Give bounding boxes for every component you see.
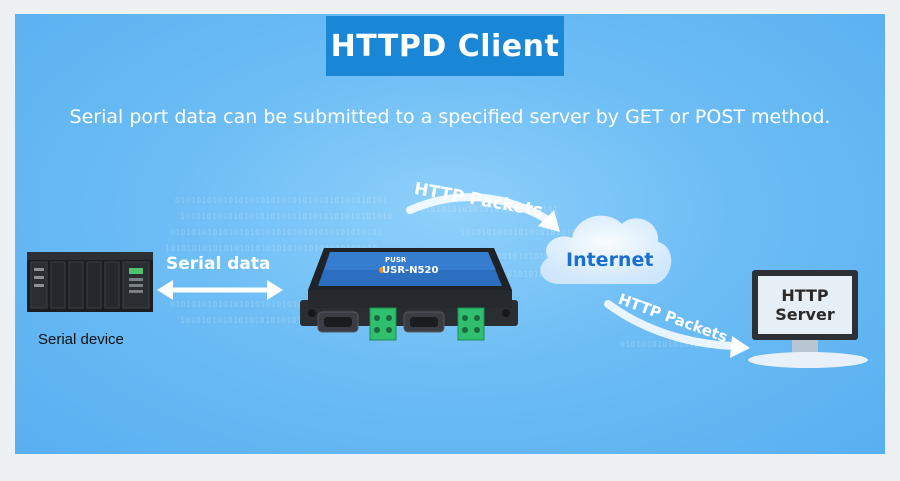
binary-stream-decoration: 0101010101010101010101010101010101010101 — [175, 196, 388, 205]
page-subtitle: Serial port data can be submitted to a s… — [69, 106, 831, 128]
binary-stream-decoration: 0101010101010101010101010101010101010101 — [170, 300, 383, 309]
internet-label: Internet — [566, 249, 654, 271]
serial-server-device-icon — [300, 248, 518, 341]
server-monitor-icon — [748, 270, 868, 368]
binary-stream-decoration: 1010101010101010101010101010101010101010 — [180, 316, 393, 325]
serial-device-label: Serial device — [38, 331, 124, 348]
serial-data-label: Serial data — [166, 254, 271, 274]
binary-stream-decoration: 01010101010101010101010101 — [420, 205, 559, 214]
server-label-line1: HTTP — [781, 286, 829, 305]
serial-device-icon — [27, 252, 153, 312]
device-model: USR-N520 — [382, 265, 439, 276]
binary-stream-decoration: 1010101010101010101010101010101010101010 — [180, 212, 393, 221]
binary-stream-decoration: 0101010101010101010101010101010101010101 — [170, 228, 383, 237]
server-label-line2: Server — [775, 305, 835, 324]
binary-stream-decoration: 1010101010101010101010 — [460, 228, 577, 237]
server-label: HTTP Server — [758, 286, 852, 324]
cloud-icon — [540, 215, 672, 284]
double-arrow-icon — [157, 280, 283, 300]
binary-stream-decoration: 1010101010101010101010101010101010101010 — [165, 244, 378, 253]
binary-stream-decoration: 010101010101010101 — [470, 252, 566, 261]
diagram-panel — [15, 14, 885, 454]
http-packets-arrow-bottom — [604, 300, 750, 358]
http-packets-arrow-top — [406, 193, 560, 232]
device-brand: PUSR — [385, 256, 407, 264]
binary-stream-decoration: 101010101010101010 — [470, 270, 566, 279]
binary-stream-decoration: 010101010101010101010 — [620, 340, 732, 349]
page-title: HTTPD Client — [326, 16, 564, 76]
